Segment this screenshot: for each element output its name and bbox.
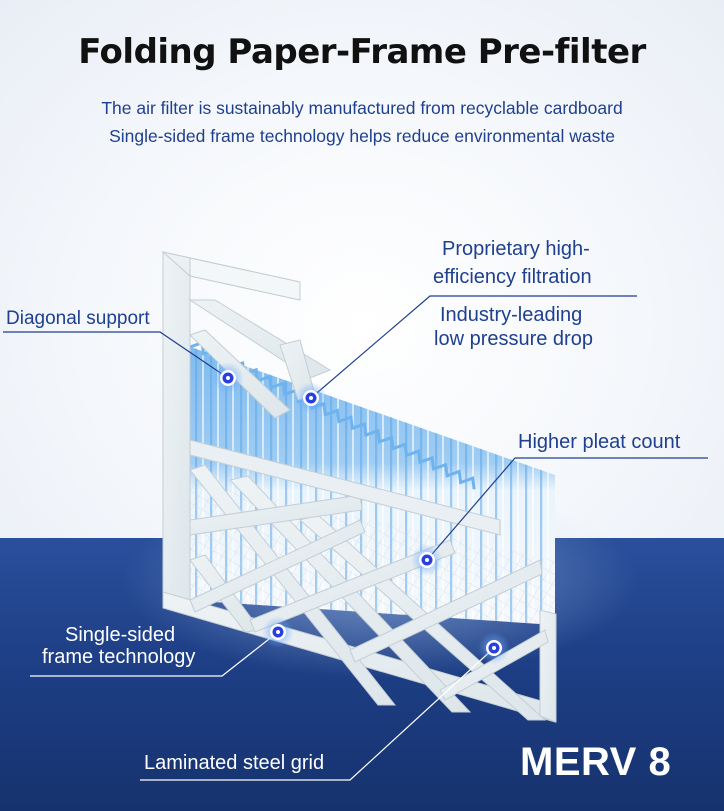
callout-marker-icon [478,632,510,664]
callout-leaders [3,295,708,781]
paper-frame [161,251,557,723]
callout-single-sided-line-2: frame technology [42,646,196,668]
callout-pressure-line-1: Industry-leading [440,304,583,326]
callout-pleat-count: Higher pleat count [518,431,681,453]
merv-rating-badge: MERV 8 [520,740,672,784]
callout-single-sided-line-1: Single-sided [65,624,176,646]
subtitle-line-2: Single-sided frame technology helps redu… [109,126,615,146]
callout-marker-icon [411,544,443,576]
callout-marker-icon [295,382,327,414]
callout-marker-icon [262,616,294,648]
callout-diagonal-support: Diagonal support [6,308,150,329]
callout-filtration-line-2: efficiency filtration [433,266,592,288]
subtitle-line-1: The air filter is sustainably manufactur… [101,98,623,118]
callout-marker-icon [212,362,244,394]
callout-markers [212,362,510,664]
page-title: Folding Paper-Frame Pre-filter [78,32,646,72]
callout-steel-grid: Laminated steel grid [144,752,325,774]
callout-filtration-line-1: Proprietary high- [442,238,590,260]
callout-pressure-line-2: low pressure drop [434,328,593,350]
